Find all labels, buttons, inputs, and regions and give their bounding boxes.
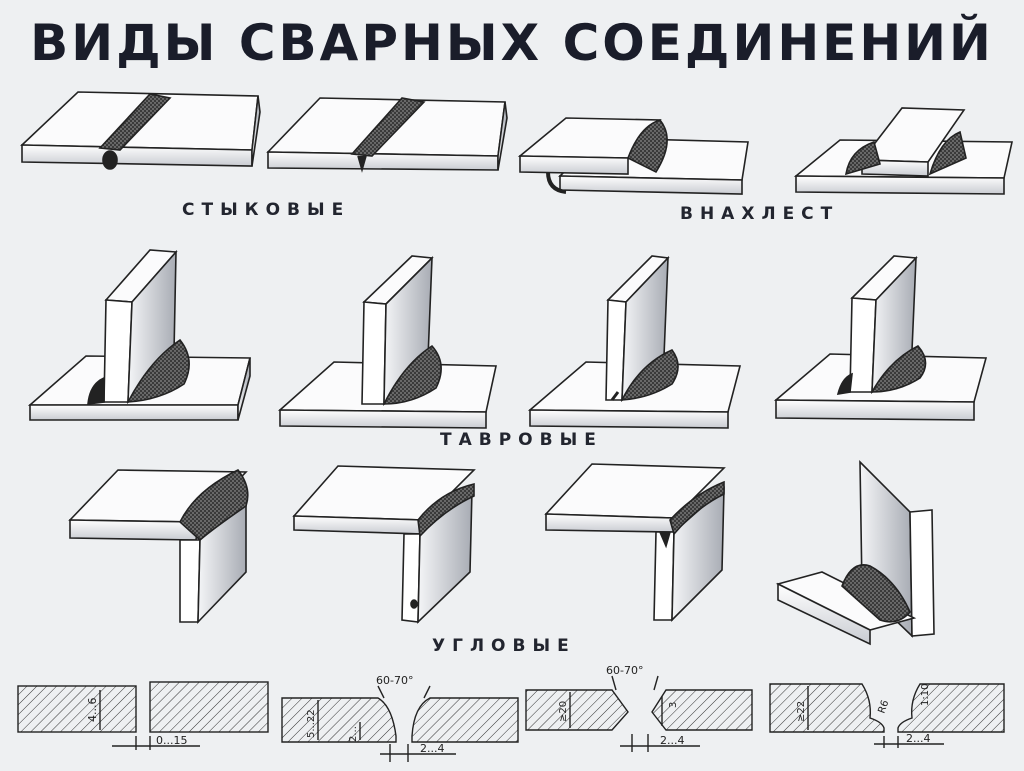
dim-v-root: 2...	[348, 726, 359, 742]
section-label-butt: СТЫКОВЫЕ	[182, 200, 351, 220]
butt-joint-drawing-2	[266, 97, 508, 173]
corner-joint-drawing-1	[68, 469, 249, 625]
tee-joint-drawing-1	[27, 249, 252, 421]
dim-x-angle: 60-70°	[606, 664, 643, 677]
dim-square-thickness: 4...6	[86, 698, 99, 723]
dim-x-face: 3	[668, 702, 679, 708]
section-label-lap: ВНАХЛЕСТ	[680, 204, 840, 224]
corner-joint-drawing-2	[292, 465, 476, 624]
edge-prep-x-groove	[525, 675, 753, 752]
dim-v-thickness: 5...22	[306, 709, 317, 738]
butt-joint-drawing-1	[20, 91, 261, 170]
dim-x-thickness: ≥20	[558, 701, 569, 722]
edge-prep-u-groove	[769, 683, 1005, 748]
corner-joint-drawing-4	[775, 460, 935, 646]
dim-u-slope: 1:10	[920, 684, 931, 706]
poster-title: ВИДЫ СВАРНЫХ СОЕДИНЕНИЙ	[30, 14, 994, 72]
section-label-tee: ТАВРОВЫЕ	[440, 430, 603, 450]
dim-v-gap: 2...4	[420, 742, 445, 755]
dim-u-gap: 2...4	[906, 732, 931, 745]
tee-joint-drawing-3	[527, 255, 742, 429]
dim-square-gap: 0...15	[156, 734, 188, 747]
section-label-corner: УГЛОВЫЕ	[432, 636, 576, 656]
corner-joint-drawing-3	[544, 463, 726, 622]
edge-prep-square	[17, 681, 269, 750]
lap-joint-drawing-1	[517, 117, 749, 195]
edge-prep-v-groove	[281, 685, 519, 762]
dim-u-radius: R6	[876, 699, 891, 715]
tee-joint-drawing-4	[773, 255, 988, 421]
dim-x-gap: 2...4	[660, 734, 685, 747]
tee-joint-drawing-2	[277, 255, 497, 429]
dim-v-angle: 60-70°	[376, 674, 413, 687]
dim-u-thickness: ≥22	[796, 701, 807, 722]
lap-joint-drawing-2	[793, 107, 1013, 195]
